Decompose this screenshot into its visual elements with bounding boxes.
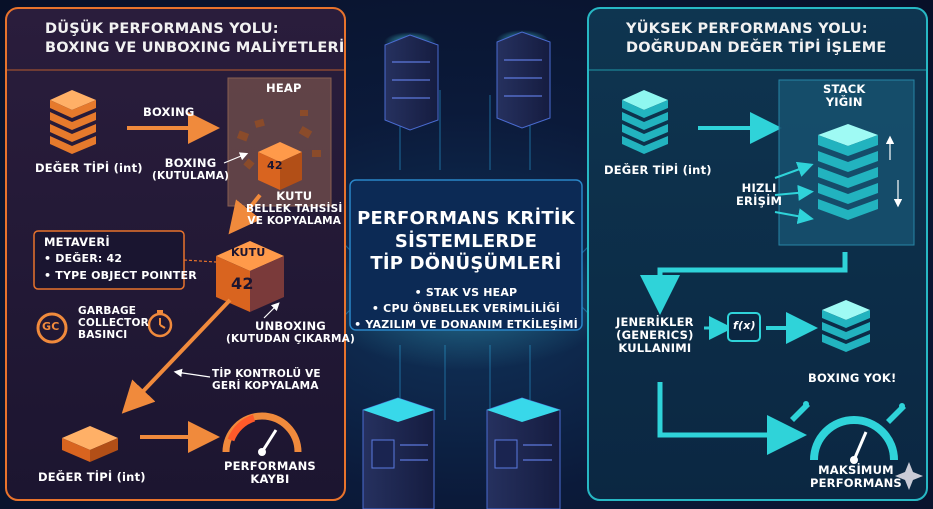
heap-debris-icon [236, 110, 321, 170]
boxing-note-line1: BOXING [164, 156, 217, 170]
fast-access-arrows [774, 161, 814, 225]
perf-loss-line1: PERFORMANS [224, 459, 316, 473]
rocket-left-icon [790, 401, 810, 422]
boxing-note: BOXING (KUTULAMA) [152, 156, 230, 183]
gc-icon [36, 312, 68, 344]
type-check-line1: TİP KONTROLÜ VE [212, 368, 321, 380]
right-title-line2: DOĞRUDAN DEĞER TİPİ İŞLEME [626, 39, 887, 56]
right-panel-title: YÜKSEK PERFORMANS YOLU: DOĞRUDAN DEĞER T… [626, 20, 886, 58]
generics-label: JENERİKLER (GENERICS) KULLANIMI [616, 315, 694, 356]
to-generics-arrow [640, 252, 848, 315]
boxing-note-line2: (KUTULAMA) [152, 170, 230, 183]
left-title-line1: DÜŞÜK PERFORMANS YOLU: [45, 21, 279, 37]
type-check-line2: GERİ KOPYALAMA [212, 380, 319, 393]
generics-line2: (GENERICS) [616, 328, 694, 343]
center-title: PERFORMANS KRİTİK SİSTEMLERDE TİP DÖNÜŞÜ… [352, 208, 580, 276]
max-perf-label: MAKSİMUM PERFORMANS [810, 463, 902, 491]
value-type-top-label: DEĞER TİPİ (int) [35, 161, 143, 175]
center-title-line2: SİSTEMLERDE [394, 230, 538, 252]
value-type-bottom-label: DEĞER TİPİ (int) [38, 470, 146, 484]
stack-line1: STACK [823, 82, 866, 96]
kutu-box-label: KUTU [231, 246, 266, 259]
type-check-note: TİP KONTROLÜ VE GERİ KOPYALAMA [212, 368, 321, 392]
right-value-type-label: DEĞER TİPİ (int) [604, 163, 712, 177]
unboxing-line1: UNBOXING [255, 319, 326, 333]
server-top-left-icon [384, 32, 439, 131]
server-bottom-right-icon [486, 397, 561, 509]
perf-loss-label: PERFORMANS KAYBI [224, 459, 316, 487]
max-perf-gauge-icon [810, 416, 898, 464]
center-title-line1: PERFORMANS KRİTİK [357, 208, 575, 229]
sparkle-icon [895, 462, 923, 490]
center-bullet-3: • YAZILIM VE DONANIM ETKİLEŞİMİ [354, 317, 578, 331]
unboxing-arrow [121, 298, 232, 414]
heap-box-value: 42 [267, 159, 283, 172]
kutu-note-line3: VE KOPYALAMA [247, 215, 342, 228]
gc-note: GARBAGE COLLECTOR BASINCI [78, 305, 149, 341]
kutu-note-line1: KUTU [276, 189, 313, 203]
value-type-stack-icon [50, 90, 96, 154]
stack-updown-arrows-icon [885, 135, 903, 208]
left-panel-title: DÜŞÜK PERFORMANS YOLU: BOXING VE UNBOXIN… [45, 20, 344, 58]
generics-line1: JENERİKLER [616, 315, 694, 329]
fast-access-label: HIZLI ERİŞİM [736, 181, 783, 209]
no-boxing-stack-icon [822, 300, 870, 352]
right-value-type-stack-icon [622, 90, 668, 154]
stack-line2: YIĞIN [825, 95, 863, 110]
gc-icon-text: GC [42, 320, 60, 333]
rocket-right-icon [886, 403, 906, 424]
gc-line1: GARBAGE [78, 305, 137, 317]
boxing-note-pointer [223, 152, 249, 164]
stack-label: STACK YIĞIN [823, 82, 866, 110]
right-title-line1: YÜKSEK PERFORMANS YOLU: [626, 21, 868, 37]
function-icon-frame [727, 312, 761, 342]
unboxing-line2: (KUTUDAN ÇIKARMA) [226, 333, 355, 346]
stopwatch-icon [147, 310, 173, 338]
to-box-arrow [228, 193, 262, 235]
fast-line2: ERİŞİM [736, 194, 783, 209]
metadata-content: METAVERİ • DEĞER: 42 • TYPE OBJECT POINT… [44, 234, 197, 284]
unboxing-note: UNBOXING (KUTUDAN ÇIKARMA) [226, 319, 355, 346]
heap-box-icon [258, 142, 302, 190]
metadata-value: • DEĞER: 42 [44, 252, 123, 266]
generics-line3: KULLANIMI [618, 341, 692, 356]
left-title-line2: BOXING VE UNBOXING MALİYETLERİ [45, 39, 345, 56]
max-perf-line2: PERFORMANS [810, 476, 902, 491]
metadata-title: METAVERİ [44, 235, 110, 249]
fast-line1: HIZLI [741, 181, 777, 195]
perf-loss-line2: KAYBI [250, 472, 290, 487]
server-bottom-left-icon [362, 397, 435, 509]
center-bullets: • STAK VS HEAP • CPU ÖNBELLEK VERİMLİLİĞ… [352, 285, 580, 333]
cpu-chip [349, 179, 583, 331]
center-title-line3: TİP DÖNÜŞÜMLERİ [370, 253, 562, 274]
kutu-box-icon [216, 241, 284, 312]
kutu-note-line2: BELLEK TAHSİSİ [246, 203, 343, 216]
metadata-pointer: • TYPE OBJECT POINTER [44, 268, 197, 282]
value-type-bottom-icon [62, 426, 118, 462]
heap-label: HEAP [266, 81, 302, 95]
function-icon: f(x) [733, 319, 756, 332]
max-perf-line1: MAKSİMUM [818, 463, 894, 477]
gc-line2: COLLECTOR [78, 317, 149, 330]
boxing-arrow-label: BOXING [143, 105, 195, 119]
no-boxing-label: BOXING YOK! [808, 371, 897, 385]
center-bullet-1: • STAK VS HEAP [414, 286, 518, 299]
gc-line3: BASINCI [78, 329, 128, 342]
to-max-perf-arrow [657, 382, 807, 455]
perf-loss-gauge-icon [222, 412, 302, 456]
kutu-box-value: 42 [231, 274, 254, 293]
center-bullet-2: • CPU ÖNBELLEK VERİMLİLİĞİ [371, 301, 561, 315]
stack-icon [818, 124, 878, 220]
server-top-right-icon [496, 30, 551, 129]
kutu-note: KUTU BELLEK TAHSİSİ VE KOPYALAMA [246, 189, 343, 228]
